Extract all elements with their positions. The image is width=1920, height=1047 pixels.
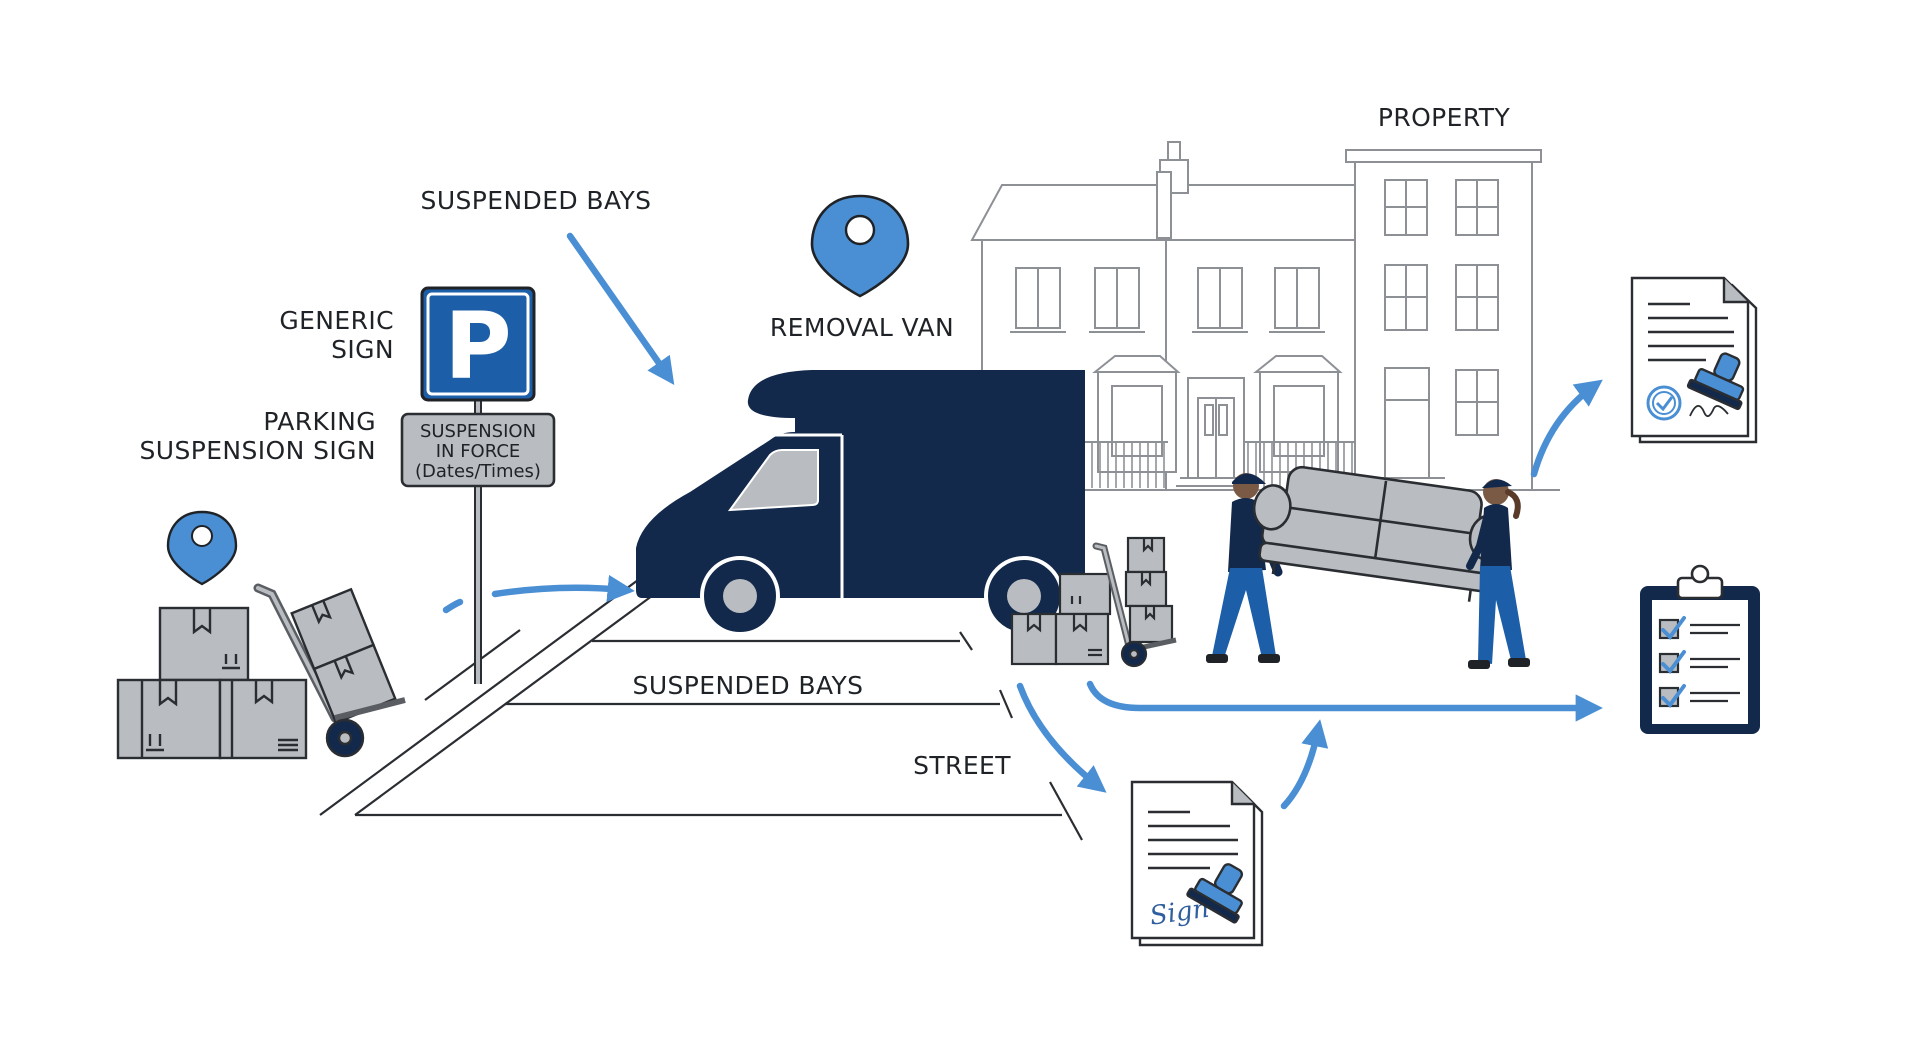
bay-line-mid-end	[998, 689, 1014, 719]
kerb-line-inner	[354, 589, 661, 816]
arrow-icon	[566, 232, 675, 385]
cardboard-box-icon	[1124, 570, 1168, 608]
label-parking-sign-line2: SUSPENSION SIGN	[140, 436, 377, 465]
box-stack-left	[116, 606, 308, 760]
suspension-plate	[400, 412, 556, 488]
stamp-icon	[1186, 863, 1244, 924]
mover-legs	[1478, 566, 1526, 664]
cardboard-box-icon	[1010, 612, 1058, 666]
property-building	[970, 141, 1560, 491]
mover-legs	[1212, 568, 1276, 658]
arrow-icon	[1280, 719, 1329, 810]
cardboard-box-icon	[1126, 536, 1166, 574]
suspension-plate-line2: IN FORCE	[436, 441, 521, 462]
box-stack-van	[1010, 572, 1112, 666]
parking-letter: P	[444, 293, 511, 400]
label-generic-sign-line1: GENERIC	[279, 306, 394, 335]
arrow-icon	[1016, 682, 1107, 793]
check-seal-icon	[1646, 385, 1682, 421]
cardboard-box-icon	[1058, 572, 1112, 616]
tower-door	[1384, 367, 1430, 479]
bay-window-pane	[1111, 385, 1163, 457]
label-suspended-bays-top: SUSPENDED BAYS	[421, 186, 652, 215]
arrow-icon	[491, 574, 635, 603]
permit-document-icon	[1630, 276, 1758, 444]
label-removal-van: REMOVAL VAN	[770, 313, 954, 342]
label-suspended-bays-street: SUSPENDED BAYS	[633, 671, 864, 700]
hand-truck-icon	[1092, 536, 1177, 668]
label-generic-sign-line2: SIGN	[331, 335, 394, 364]
flow-arrows	[442, 232, 1603, 810]
cardboard-box-icon	[158, 606, 250, 682]
removal-van-icon	[636, 370, 1085, 636]
arrow-icon	[1530, 379, 1603, 478]
suspension-plate-line1: SUSPENSION	[420, 421, 536, 442]
suspension-plate-line3: (Dates/Times)	[415, 461, 541, 482]
cardboard-box-icon	[1054, 612, 1110, 666]
bay-line-bottom-end	[1049, 781, 1083, 841]
van-window	[727, 449, 819, 512]
location-pin-icon	[166, 510, 238, 586]
bay-line-top-end	[959, 631, 973, 651]
label-street: STREET	[913, 751, 1011, 780]
street-lines	[319, 579, 1083, 841]
arrow-icon	[1086, 680, 1603, 722]
parking-sign: P SUSPENSION IN FORCE (Dates/Times)	[400, 286, 556, 684]
cardboard-box-icon	[116, 678, 222, 760]
arrow-icon	[442, 598, 464, 614]
cardboard-box-icon	[1128, 604, 1174, 644]
permit-document-icon: Sign	[1130, 780, 1264, 947]
label-property: PROPERTY	[1378, 103, 1511, 132]
van-body	[636, 370, 1085, 598]
label-parking-sign-line1: PARKING	[263, 407, 376, 436]
parking-p-icon	[420, 286, 536, 402]
location-pin-icon	[810, 194, 910, 298]
tower-cornice	[1345, 149, 1542, 163]
chimney-pot	[1167, 141, 1181, 161]
property-tower	[1354, 159, 1533, 491]
kerb-line-outer	[319, 579, 639, 816]
cardboard-box-icon	[218, 678, 308, 760]
chimney-small	[1156, 171, 1172, 239]
hand-truck-icon	[253, 583, 406, 758]
stamp-icon	[1686, 352, 1745, 411]
kerb-line-short	[424, 629, 521, 701]
mover-icon	[1466, 479, 1530, 669]
bay-window-pane	[1273, 385, 1325, 457]
checklist-clipboard-icon	[1640, 564, 1760, 734]
